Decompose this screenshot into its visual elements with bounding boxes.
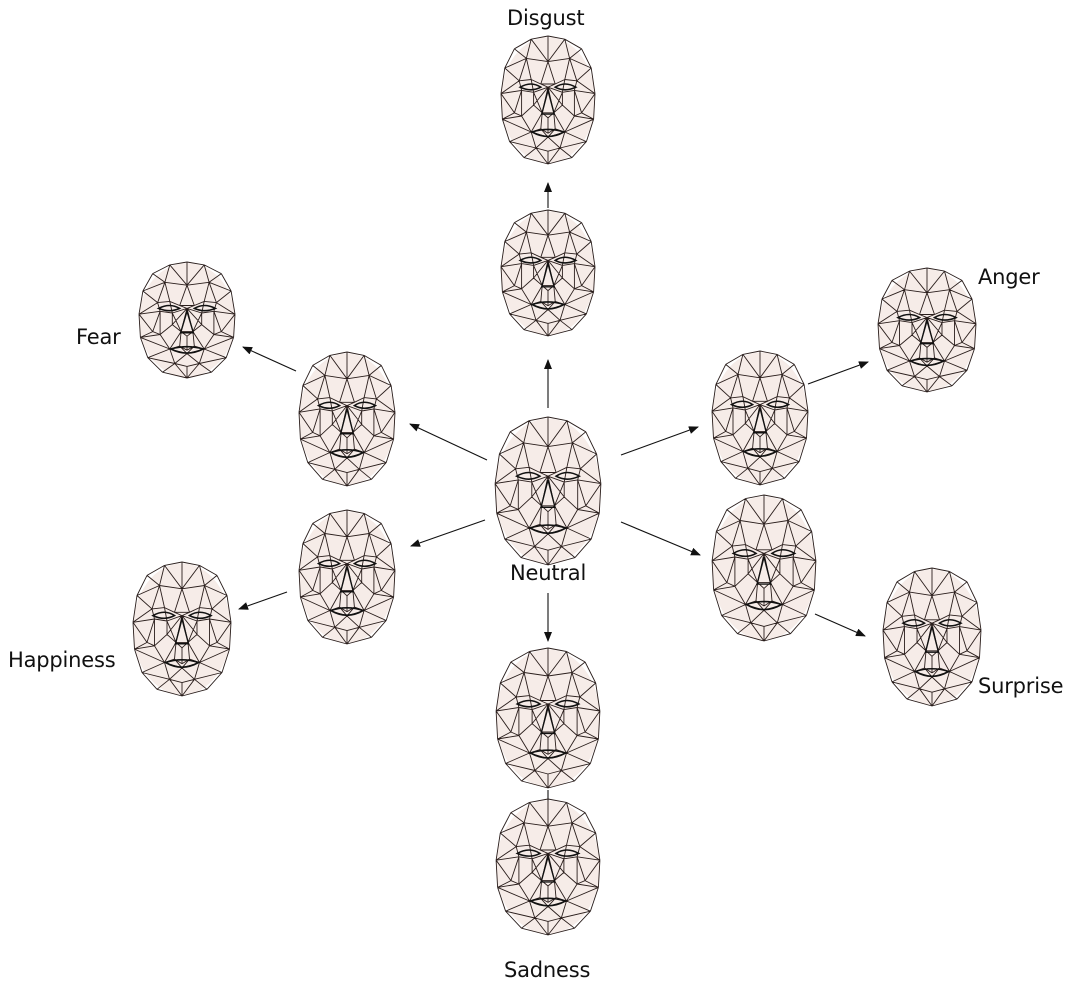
face-disgust-mid: [501, 210, 595, 336]
label-anger: Anger: [978, 265, 1040, 289]
face-fear-mid: [299, 352, 395, 486]
face-disgust: [501, 36, 595, 164]
arrow-neutral-to-anger-mid: [621, 427, 698, 455]
label-happiness: Happiness: [8, 648, 115, 672]
label-fear: Fear: [76, 325, 121, 349]
arrow-surprise-mid-to-surprise: [815, 614, 865, 636]
face-sadness-mid: [496, 648, 600, 788]
label-disgust: Disgust: [507, 6, 584, 30]
face-sadness: [496, 799, 600, 935]
face-fear: [139, 262, 235, 378]
face-happiness-mid: [299, 510, 395, 644]
arrow-fear-mid-to-fear: [243, 347, 296, 371]
arrow-neutral-to-happiness-mid: [411, 520, 485, 546]
arrow-anger-mid-to-anger: [808, 362, 868, 384]
face-surprise: [883, 568, 981, 706]
arrow-neutral-to-fear-mid: [410, 424, 487, 460]
arrow-neutral-to-surprise-mid: [621, 522, 700, 555]
label-surprise: Surprise: [978, 674, 1063, 698]
label-neutral: Neutral: [510, 561, 586, 585]
arrow-happiness-mid-to-happiness: [239, 592, 287, 609]
face-anger: [878, 268, 976, 392]
face-happiness: [133, 562, 231, 696]
face-neutral: [495, 417, 601, 565]
face-anger-mid: [712, 351, 808, 485]
face-surprise-mid: [712, 495, 816, 641]
label-sadness: Sadness: [504, 958, 590, 982]
